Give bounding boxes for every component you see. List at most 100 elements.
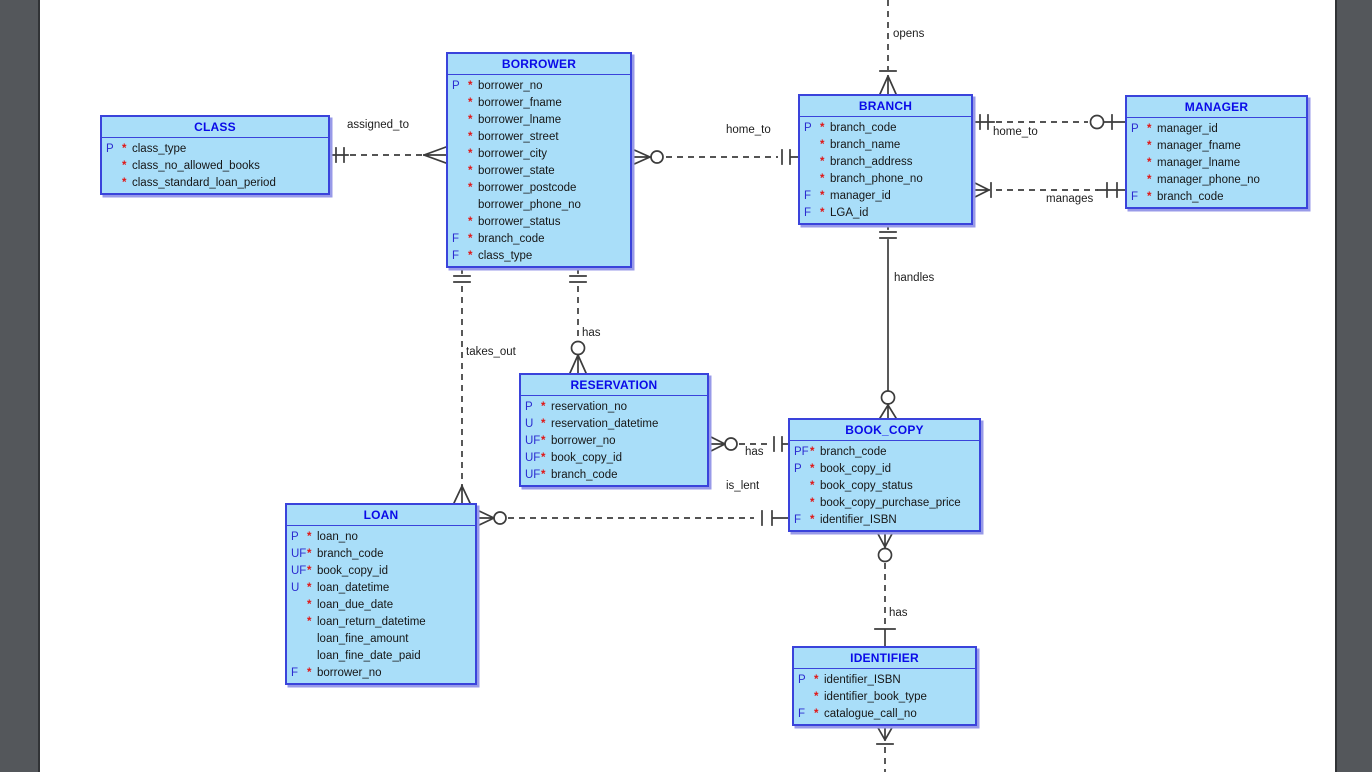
attribute-name: book_copy_id: [820, 462, 891, 475]
attribute-name: LGA_id: [830, 206, 869, 219]
attribute-list: P*borrower_no *borrower_fname *borrower_…: [448, 75, 630, 266]
attribute-row: F*LGA_id: [800, 204, 971, 221]
key-indicator: F: [291, 666, 299, 679]
relationship-home-to-borrower-branch[interactable]: [630, 147, 799, 167]
crow-foot-marker-icon: [452, 484, 472, 505]
key-indicator: PF: [794, 445, 809, 458]
mandatory-star: *: [307, 581, 312, 594]
relationship-identifier-offcanvas[interactable]: [875, 724, 895, 772]
attribute-row: UF*branch_code: [287, 545, 475, 562]
attribute-row: F*class_type: [448, 247, 630, 264]
relationship-is-lent[interactable]: [475, 508, 789, 528]
attribute-row: *borrower_city: [448, 145, 630, 162]
attribute-name: branch_code: [820, 445, 887, 458]
attribute-row: loan_fine_amount: [287, 630, 475, 647]
mandatory-star: *: [468, 96, 473, 109]
attribute-row: *borrower_state: [448, 162, 630, 179]
attribute-row: P*loan_no: [287, 528, 475, 545]
entity-branch[interactable]: BRANCH P*branch_code *branch_name *branc…: [798, 94, 973, 225]
crow-foot-bar-marker-icon: [875, 724, 895, 745]
entity-manager[interactable]: MANAGER P*manager_id *manager_fname *man…: [1125, 95, 1308, 209]
attribute-name: manager_id: [1157, 122, 1218, 135]
attribute-name: class_standard_loan_period: [132, 176, 276, 189]
attribute-name: loan_fine_date_paid: [317, 649, 421, 662]
relationship-label: home_to: [993, 126, 1038, 138]
attribute-name: branch_code: [478, 232, 545, 245]
mandatory-star: *: [468, 79, 473, 92]
key-indicator: UF: [291, 564, 307, 577]
attribute-list: P*reservation_no U*reservation_datetime …: [521, 396, 707, 485]
mandatory-star: *: [1147, 173, 1152, 186]
relationship-takes-out[interactable]: [452, 267, 472, 505]
mandatory-star: *: [541, 400, 546, 413]
key-indicator: UF: [525, 434, 541, 447]
key-indicator: F: [804, 189, 812, 202]
entity-title: RESERVATION: [521, 375, 707, 396]
relationship-label: handles: [894, 272, 935, 284]
entity-identifier[interactable]: IDENTIFIER P*identifier_ISBN *identifier…: [792, 646, 977, 726]
relationship-label: has: [889, 607, 908, 619]
entity-borrower[interactable]: BORROWER P*borrower_no *borrower_fname *…: [446, 52, 632, 268]
relationship-manages[interactable]: [971, 180, 1126, 200]
key-indicator: U: [291, 581, 300, 594]
attribute-name: borrower_postcode: [478, 181, 577, 194]
mandatory-star: *: [307, 564, 312, 577]
relationship-opens[interactable]: [878, 0, 898, 96]
relationship-label: manages: [1046, 193, 1094, 205]
entity-class[interactable]: CLASS P*class_type *class_no_allowed_boo…: [100, 115, 330, 195]
attribute-list: P * manager_id * manager_fname *manager_lna…: [1127, 118, 1306, 207]
mandatory-star: *: [820, 138, 825, 151]
attribute-row: UF*borrower_no: [521, 432, 707, 449]
attribute-row: UF*branch_code: [521, 466, 707, 483]
mandatory-star: *: [820, 189, 825, 202]
mandatory-star: *: [468, 249, 473, 262]
key-indicator: P: [1131, 122, 1139, 135]
attribute-name: loan_datetime: [317, 581, 390, 594]
relationship-has-bookcopy-identifier[interactable]: [874, 530, 896, 647]
mandatory-star: *: [810, 462, 815, 475]
mandatory-star: *: [1147, 190, 1152, 203]
relationship-has-borrower-reservation[interactable]: [568, 267, 588, 375]
relationship-label: takes_out: [466, 346, 516, 358]
attribute-name: loan_due_date: [317, 598, 394, 611]
attribute-row: *manager_lname: [1127, 154, 1306, 171]
relationship-home-to-branch-manager[interactable]: [972, 114, 1126, 130]
entity-loan[interactable]: LOAN P*loan_no UF*branch_code UF*book_co…: [285, 503, 477, 685]
attribute-name: manager_fname: [1157, 139, 1241, 152]
attribute-name: borrower_street: [478, 130, 559, 143]
relationship-handles[interactable]: [878, 224, 898, 420]
attribute-row: P*borrower_no: [448, 77, 630, 94]
attribute-row: *borrower_fname: [448, 94, 630, 111]
mandatory-star: *: [468, 181, 473, 194]
attribute-row: *book_copy_purchase_price: [790, 494, 979, 511]
attribute-list: PF*branch_code P*book_copy_id *book_copy…: [790, 441, 979, 530]
attribute-row: *manager_phone_no: [1127, 171, 1306, 188]
attribute-name: branch_code: [551, 468, 618, 481]
crow-foot-marker-icon: [707, 434, 727, 454]
optional-circle-icon: [1089, 114, 1105, 130]
entity-title: BRANCH: [800, 96, 971, 117]
key-indicator: P: [106, 142, 114, 155]
relationship-has-reservation-bookcopy[interactable]: [707, 434, 789, 454]
entity-title: LOAN: [287, 505, 475, 526]
attribute-row: *branch_address: [800, 153, 971, 170]
entity-book-copy[interactable]: BOOK_COPY PF*branch_code P*book_copy_id …: [788, 418, 981, 532]
relationship-assigned-to[interactable]: [329, 145, 448, 165]
attribute-row: P*branch_code: [800, 119, 971, 136]
attribute-row: F*manager_id: [800, 187, 971, 204]
key-indicator: F: [452, 232, 460, 245]
mandatory-star: *: [820, 206, 825, 219]
attribute-name: reservation_datetime: [551, 417, 659, 430]
attribute-list: P*class_type *class_no_allowed_books *cl…: [102, 138, 328, 193]
attribute-name: borrower_city: [478, 147, 548, 160]
mandatory-star: *: [541, 434, 546, 447]
attribute-list: P*branch_code *branch_name *branch_addre…: [800, 117, 971, 223]
attribute-name: reservation_no: [551, 400, 628, 413]
mandatory-star: *: [820, 172, 825, 185]
attribute-row: UF*book_copy_id: [287, 562, 475, 579]
mandatory-star: *: [307, 598, 312, 611]
crow-foot-marker-icon: [475, 508, 496, 528]
attribute-row: P*book_copy_id: [790, 460, 979, 477]
entity-reservation[interactable]: RESERVATION P*reservation_no U*reservati…: [519, 373, 709, 487]
